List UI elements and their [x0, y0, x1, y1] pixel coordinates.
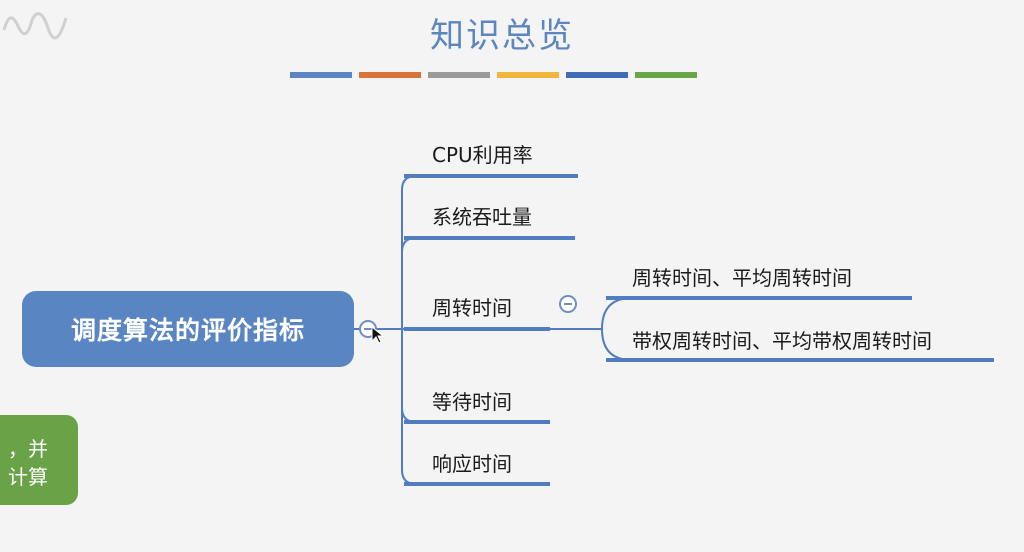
subbranch-weighted-turnaround[interactable]: 带权周转时间、平均带权周转时间: [632, 329, 932, 353]
watermark-logo: [2, 12, 68, 40]
branch-waiting-time[interactable]: 等待时间: [432, 390, 512, 414]
color-bar-5: [566, 72, 628, 78]
color-bar-2: [359, 72, 421, 78]
side-note-card: ，并 计算: [0, 415, 78, 505]
color-bar-1: [290, 72, 352, 78]
turnaround-collapse-icon[interactable]: [559, 295, 577, 313]
page-title: 知识总览: [430, 16, 574, 56]
subbranch-avg-turnaround[interactable]: 周转时间、平均周转时间: [632, 266, 852, 290]
color-bar-6: [635, 72, 697, 78]
mouse-cursor-icon: [371, 326, 385, 344]
color-bar-3: [428, 72, 490, 78]
branch-system-throughput[interactable]: 系统吞吐量: [432, 205, 532, 229]
branch-response-time[interactable]: 响应时间: [432, 452, 512, 476]
side-note-line-1: ，并: [8, 437, 48, 461]
root-node[interactable]: 调度算法的评价指标: [22, 291, 354, 367]
branch-turnaround-time[interactable]: 周转时间: [432, 296, 512, 320]
branch-cpu-utilization[interactable]: CPU利用率: [432, 143, 533, 167]
side-note-line-2: 计算: [8, 465, 48, 489]
color-bar-4: [497, 72, 559, 78]
root-node-label: 调度算法的评价指标: [70, 316, 305, 345]
